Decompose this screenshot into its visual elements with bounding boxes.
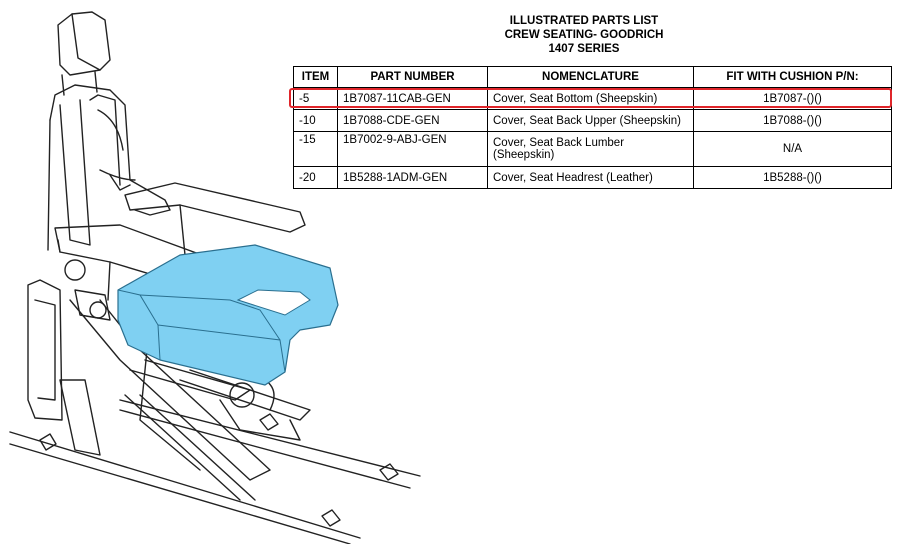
part-number-cell: 1B7002-9-ABJ-GEN <box>337 131 488 167</box>
part-number-cell: 1B7087-11CAB-GEN <box>337 87 488 110</box>
table-row: -20 1B5288-1ADM-GEN Cover, Seat Headrest… <box>293 166 892 189</box>
title-line-3: 1407 SERIES <box>548 43 620 55</box>
side-panel <box>27 279 63 421</box>
title-line-2: CREW SEATING- GOODRICH <box>504 29 664 41</box>
title-line-1: ILLUSTRATED PARTS LIST <box>509 15 659 27</box>
armrest-right <box>124 182 306 256</box>
header-part-number: PART NUMBER <box>337 66 488 88</box>
nomenclature-cell: Cover, Seat Headrest (Leather) <box>487 166 694 189</box>
header-fit-with-cushion: FIT WITH CUSHION P/N: <box>693 66 892 88</box>
seat-bottom-cushion-highlight <box>117 244 339 386</box>
parts-table: ITEM PART NUMBER NOMENCLATURE FIT WITH C… <box>293 66 892 189</box>
nomenclature-cell: Cover, Seat Back Lumber (Sheepskin) <box>487 131 694 167</box>
header-nomenclature: NOMENCLATURE <box>487 66 694 88</box>
part-number-cell: 1B7088-CDE-GEN <box>337 109 488 132</box>
item-cell: -20 <box>293 166 338 189</box>
nomenclature-cell: Cover, Seat Bottom (Sheepskin) <box>487 87 694 110</box>
parts-list-title: ILLUSTRATED PARTS LIST CREW SEATING- GOO… <box>486 14 682 56</box>
table-row: -10 1B7088-CDE-GEN Cover, Seat Back Uppe… <box>293 109 892 132</box>
header-item: ITEM <box>293 66 338 88</box>
item-cell: -10 <box>293 109 338 132</box>
fit-cell: 1B5288-()() <box>693 166 892 189</box>
headrest <box>57 11 111 96</box>
part-number-cell: 1B5288-1ADM-GEN <box>337 166 488 189</box>
item-cell: -15 <box>293 131 338 167</box>
nomenclature-cell: Cover, Seat Back Upper (Sheepskin) <box>487 109 694 132</box>
seat-back <box>47 84 171 251</box>
item-cell: -5 <box>293 87 338 110</box>
fit-cell: N/A <box>693 131 892 167</box>
table-row: -15 1B7002-9-ABJ-GEN Cover, Seat Back Lu… <box>293 131 892 167</box>
table-header-row: ITEM PART NUMBER NOMENCLATURE FIT WITH C… <box>293 66 892 88</box>
floor-rails <box>9 399 421 544</box>
table-row: -5 1B7087-11CAB-GEN Cover, Seat Bottom (… <box>293 87 892 110</box>
fit-cell: 1B7087-()() <box>693 87 892 110</box>
fit-cell: 1B7088-()() <box>693 109 892 132</box>
